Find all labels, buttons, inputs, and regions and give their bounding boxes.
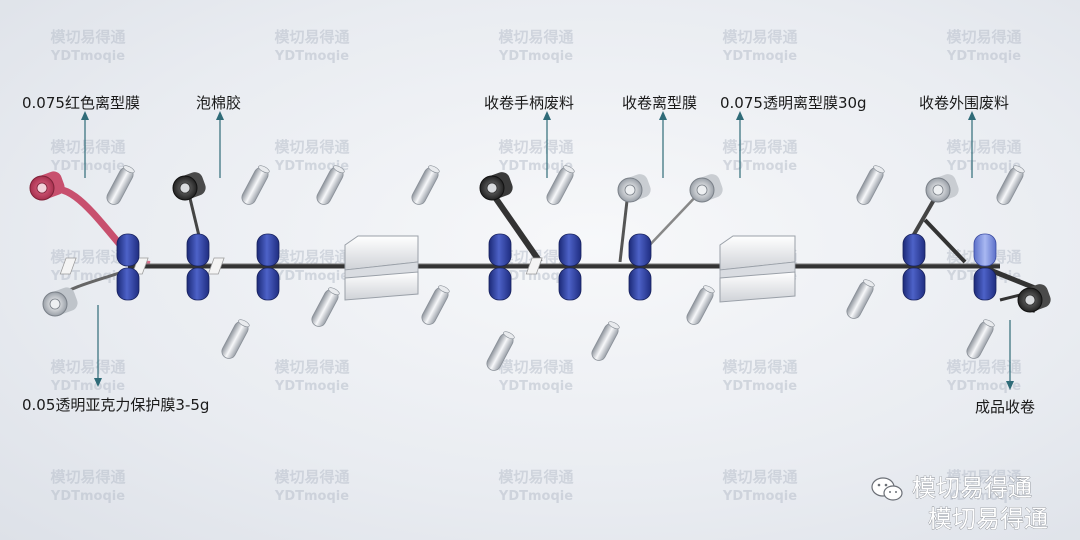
die-station-1 [344,235,419,301]
watermark-en: YDTmoqie [946,159,1021,174]
red-unwind-roll [29,171,65,201]
label-release-rewind: 收卷离型膜 [622,94,697,112]
winder-rolls [29,171,1051,317]
watermark-cn: 模切易得通 [498,358,573,376]
handle-waste-path [487,188,543,264]
label-foam-tape: 泡棉胶 [196,94,241,112]
watermark-en: YDTmoqie [50,489,125,504]
watermark-cn: 模切易得通 [50,468,125,486]
label-handle-waste: 收卷手柄废料 [484,94,574,112]
watermark-cn: 模切易得通 [722,28,797,46]
die-station-2 [719,235,796,303]
watermark-en: YDTmoqie [498,159,573,174]
watermark-en: YDTmoqie [498,49,573,64]
watermark-en: YDTmoqie [946,49,1021,64]
watermark-en: YDTmoqie [274,489,349,504]
callouts [81,111,1014,390]
outer-waste-roll [925,174,959,203]
finished-rewind-roll [1017,284,1051,313]
brand-text-shadow: 模切易得通 [928,505,1048,533]
watermark-cn: 模切易得通 [722,138,797,156]
watermark-cn: 模切易得通 [722,468,797,486]
watermark-cn: 模切易得通 [722,358,797,376]
watermark-cn: 模切易得通 [274,28,349,46]
label-finished-rewind: 成品收卷 [975,398,1035,416]
outer-waste-path-2 [923,218,967,264]
watermark-cn: 模切易得通 [498,28,573,46]
watermark-en: YDTmoqie [498,379,573,394]
watermark-cn: 模切易得通 [274,138,349,156]
watermark-cn: 模切易得通 [274,468,349,486]
label-clear-release: 0.075透明离型膜30g [720,94,867,112]
watermark-en: YDTmoqie [946,379,1021,394]
brand-watermark: 模切易得通 模切易得通 [871,474,1048,533]
watermark-cn: 模切易得通 [946,358,1021,376]
watermark-cn: 模切易得通 [50,28,125,46]
watermark-en: YDTmoqie [722,379,797,394]
watermark-cn: 模切易得通 [274,358,349,376]
watermark-cn: 模切易得通 [498,468,573,486]
label-red-release: 0.075红色离型膜 [22,94,140,112]
watermark-cn: 模切易得通 [498,138,573,156]
watermark-en: YDTmoqie [722,489,797,504]
watermark-en: YDTmoqie [498,489,573,504]
watermark-en: YDTmoqie [274,269,349,284]
release-rewind-path [618,191,630,263]
watermark-en: YDTmoqie [498,269,573,284]
clear-release-path [644,191,701,251]
clear-release-roll [689,174,723,203]
brand-text: 模切易得通 [912,474,1032,502]
handle-waste-roll [479,172,513,201]
watermark-cn: 模切易得通 [946,468,1021,486]
watermark-en: YDTmoqie [722,159,797,174]
label-acrylic-protect: 0.05透明亚克力保护膜3-5g [22,396,209,414]
watermark-cn: 模切易得通 [50,138,125,156]
watermark-en: YDTmoqie [946,489,1021,504]
watermark-en: YDTmoqie [274,49,349,64]
watermark-en: YDTmoqie [274,379,349,394]
watermark-cn: 模切易得通 [946,138,1021,156]
watermark-cn: 模切易得通 [50,358,125,376]
watermark-grid: 模切易得通 YDTmoqie 模切易得通 YDTmoqie 模切易得通 YDTmoqie 模… [50,28,1022,504]
label-outer-waste: 收卷外围废料 [919,94,1009,112]
watermark-en: YDTmoqie [722,49,797,64]
watermark-en: YDTmoqie [50,379,125,394]
nip-rollers [116,233,997,301]
watermark-cn: 模切易得通 [274,248,349,266]
wechat-icon [871,477,903,501]
acrylic-unwind-roll [42,287,78,317]
watermark-en: YDTmoqie [50,159,125,174]
watermark-en: YDTmoqie [50,49,125,64]
watermark-cn: 模切易得通 [946,28,1021,46]
release-rewind-roll [617,174,651,203]
web-spacers [59,257,543,275]
watermark-cn: 模切易得通 [50,248,125,266]
foam-unwind-roll [172,172,206,201]
labels: 0.075红色离型膜 泡棉胶 收卷手柄废料 收卷离型膜 0.075透明离型膜30… [22,94,1035,416]
